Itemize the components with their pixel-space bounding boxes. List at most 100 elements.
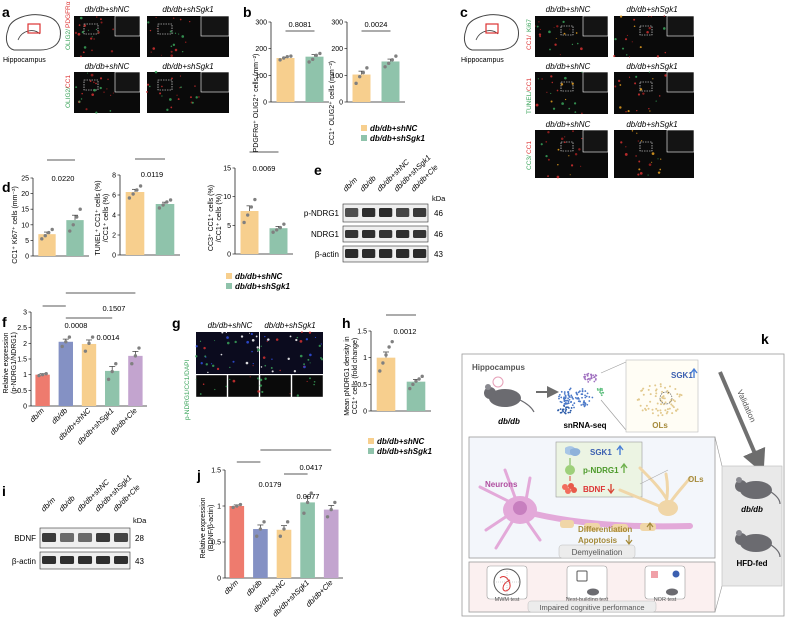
datapoint-f-3 <box>106 377 111 382</box>
blot-band <box>60 556 75 564</box>
ols-point <box>674 387 677 390</box>
y-tick-label-h: 0 <box>363 409 367 416</box>
datapoint-h-1 <box>411 382 415 387</box>
blot-band <box>362 208 376 217</box>
pvalue-d3: 0.0069 <box>253 164 276 173</box>
cell-speck <box>633 25 636 28</box>
blot-band <box>60 533 75 542</box>
ols-highlight-circle <box>659 391 673 405</box>
cell-speck <box>573 102 577 105</box>
cell-speck <box>313 380 316 383</box>
blot-bands-i <box>42 533 129 564</box>
cell-speck <box>181 50 184 53</box>
pvalue-b-right: 0.0024 <box>365 20 388 29</box>
ols-point <box>664 401 667 404</box>
y-tick-label-j: 0 <box>217 576 221 583</box>
blot-bands-e <box>345 208 427 258</box>
schematic-pndrg1: p-NDRG1 <box>583 466 619 475</box>
cell-speck <box>619 106 622 109</box>
cell-speck <box>664 74 667 77</box>
cell-speck <box>194 85 196 87</box>
cell-speck <box>81 92 83 95</box>
datapoint-j-4 <box>333 500 337 505</box>
ols-point <box>664 386 667 389</box>
ols-point <box>642 393 645 396</box>
cell-speck <box>571 82 574 85</box>
umap-point <box>569 387 572 390</box>
cell-speck <box>172 32 174 34</box>
ols-point <box>678 395 681 398</box>
cell-speck <box>555 38 557 40</box>
ols-point <box>666 410 669 413</box>
blot-band <box>42 556 57 564</box>
stain-label-cc1-c3: CC1 <box>526 141 533 154</box>
cell-speck <box>152 47 156 50</box>
datapoint-d3-0 <box>246 213 250 217</box>
cell-speck <box>216 367 220 371</box>
ols-point <box>670 403 673 406</box>
cell-speck <box>110 50 114 53</box>
cell-speck <box>257 350 259 352</box>
umap-point <box>601 387 603 390</box>
cell-speck <box>91 49 93 52</box>
panel-g: g db/db+shNC db/db+shSgk1 p-NDRG1/CC1/DA… <box>172 315 324 420</box>
legend-label-sgk-d: db/db+shSgk1 <box>235 282 290 291</box>
cell-speck <box>195 378 197 380</box>
cell-speck <box>560 83 564 86</box>
cell-speck <box>561 102 564 105</box>
cell-speck <box>556 89 559 92</box>
sgk1-protein-icon <box>565 446 581 456</box>
schematic-hippocampus: Hippocampus <box>472 363 525 372</box>
blot-band <box>78 556 93 564</box>
cell-speck <box>107 78 109 81</box>
cell-speck <box>659 168 662 171</box>
schematic-ols2: OLs <box>688 475 704 484</box>
cell-speck <box>569 174 571 176</box>
umap-point <box>563 411 566 414</box>
blot-band <box>379 249 393 258</box>
schematic-dbdb-top: db/db <box>498 417 520 426</box>
cell-speck <box>628 76 631 78</box>
y-tick-label-j: 0.5 <box>211 540 221 547</box>
y-tick-label-d1: 5 <box>25 238 29 245</box>
cell-speck <box>270 366 273 369</box>
col-label-nc-a2: db/db+shNC <box>85 62 130 71</box>
zoom-line-bottom <box>600 399 627 431</box>
datapoint-d3-0 <box>249 205 253 209</box>
datapoint-j-1 <box>255 534 259 538</box>
cell-speck <box>568 155 570 157</box>
col-label-sgk-a2: db/db+shSgk1 <box>162 62 213 71</box>
datapoint-f-0 <box>40 372 45 377</box>
legend-swatch-nc-h <box>368 438 374 444</box>
ols-cluster-dots <box>636 383 683 417</box>
cell-speck <box>255 335 258 338</box>
cell-speck <box>189 96 192 99</box>
cell-speck <box>246 340 250 344</box>
umap-point <box>593 376 596 378</box>
ols-point <box>671 404 674 407</box>
umap-point <box>558 395 560 398</box>
ols-point <box>673 400 676 403</box>
legend-label-nc-b: db/db+shNC <box>370 124 418 133</box>
cell-speck <box>626 54 628 56</box>
cell-speck <box>161 85 163 88</box>
datapoint-j-1 <box>262 520 266 524</box>
panel-label-h: h <box>342 315 351 331</box>
cell-speck <box>651 161 653 163</box>
blot-mw-e1: 46 <box>434 209 443 218</box>
pvalue-f-mid: 0.0008 <box>65 321 88 330</box>
models-connector-bottom <box>714 585 723 613</box>
schematic-demyelination: Demyelination <box>572 548 623 557</box>
cell-speck <box>320 357 322 359</box>
cell-speck <box>303 365 305 367</box>
blot-label-bactin-e: β-actin <box>315 250 339 259</box>
ols-point <box>665 412 668 415</box>
cell-speck <box>170 106 173 109</box>
cell-speck <box>256 346 259 349</box>
cell-speck <box>547 175 549 178</box>
datapoint-d1-1 <box>75 215 79 219</box>
bar-b_left-1 <box>305 56 324 102</box>
cell-speck <box>535 103 539 107</box>
datapoint-h-0 <box>378 369 382 373</box>
bdnf-icon <box>562 483 577 494</box>
